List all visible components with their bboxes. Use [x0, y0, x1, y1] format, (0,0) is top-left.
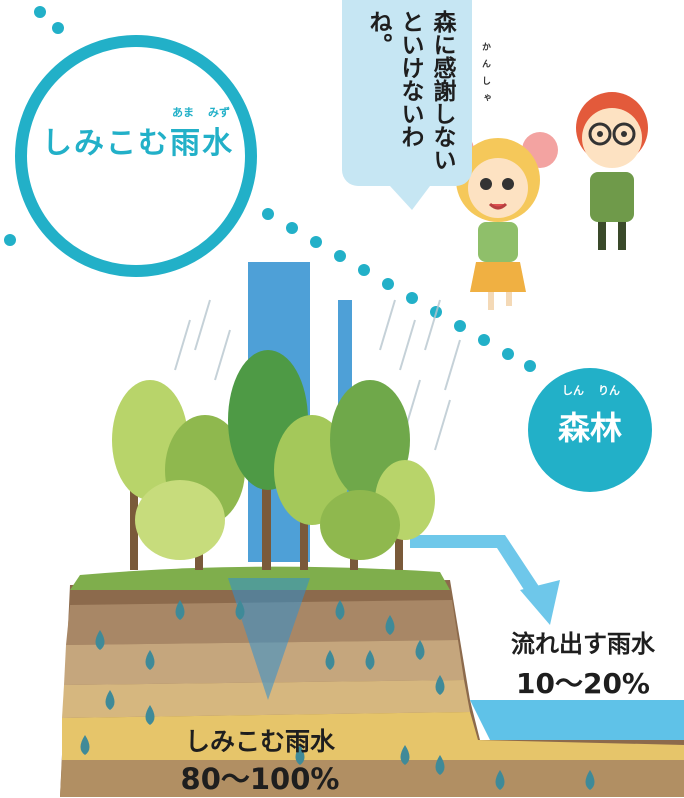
ruby-rin: りん: [598, 384, 620, 397]
water-drop-icon: [80, 600, 595, 790]
ruby-mizu: みず: [208, 106, 230, 119]
circle-title: しみこむ雨水: [42, 126, 234, 161]
forest-title: 森林: [557, 409, 622, 447]
tree-icon: [112, 350, 435, 570]
water-pool: [470, 700, 684, 740]
rain-icon: [174, 299, 461, 451]
speech-bubble: 森に感謝しないといけないわね。: [342, 0, 472, 186]
speech-bubble-tail: [390, 186, 430, 210]
forest-circle: [528, 368, 652, 492]
infiltration-funnel: [228, 578, 310, 700]
boy-character-icon: [576, 92, 648, 250]
ruby-ama: あま: [172, 106, 194, 119]
ruby-kansha: かんしゃ: [480, 42, 490, 110]
runoff-percentage: 10〜20%: [516, 667, 650, 700]
ruby-shin: しん: [562, 384, 584, 397]
infiltration-label: しみこむ雨水: [184, 727, 335, 756]
dotted-connector: [4, 6, 536, 372]
speech-bubble-text: 森に感謝しないといけないわね。: [365, 10, 455, 171]
runoff-label: 流れ出す雨水: [511, 630, 655, 658]
runoff-arrow: [410, 535, 560, 625]
infiltration-percentage: 80〜100%: [180, 762, 340, 796]
